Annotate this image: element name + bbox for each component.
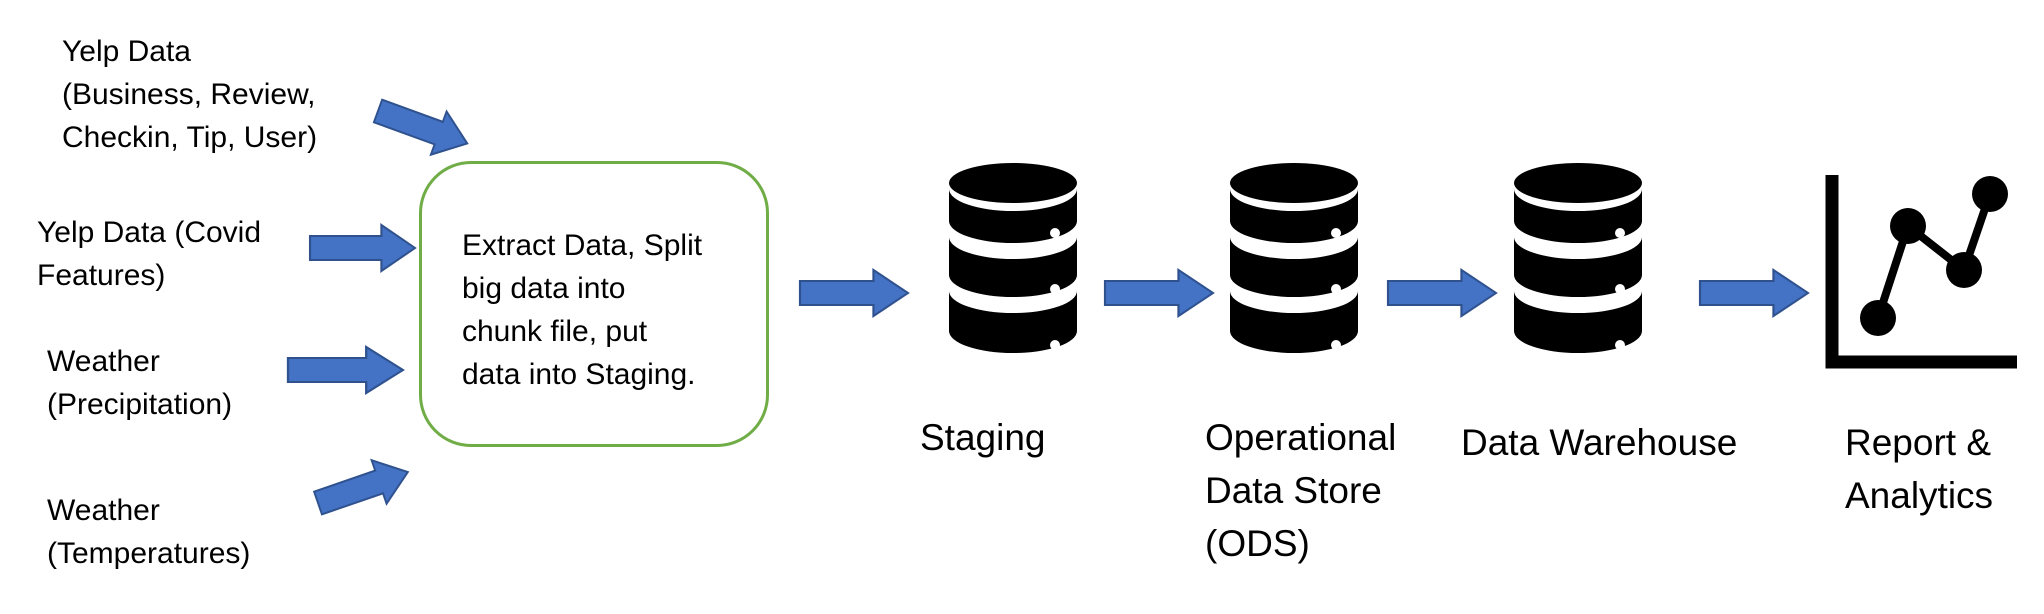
- source-label-yelp: Yelp Data (Business, Review, Checkin, Ti…: [62, 35, 318, 154]
- arrow-to-ods: [1103, 268, 1215, 318]
- staging-database-icon: [949, 163, 1077, 353]
- warehouse-database-icon: [1514, 163, 1642, 353]
- arrow-to-warehouse: [1386, 268, 1498, 318]
- source-label-weather-temperatures: Weather (Temperatures): [47, 494, 251, 570]
- ods-database-icon: [1230, 163, 1358, 353]
- stage-label-ods: Operational Data Store (ODS): [1205, 417, 1397, 564]
- arrow-weather-precip: [286, 345, 405, 395]
- source-label-yelp-covid: Yelp Data (Covid Features): [37, 216, 262, 292]
- arrow-to-report: [1698, 268, 1810, 318]
- process-label: Extract Data, Split big data into chunk …: [462, 229, 703, 391]
- arrow-yelp-covid: [308, 223, 417, 273]
- source-label-weather-precipitation: Weather (Precipitation): [47, 345, 233, 421]
- arrow-to-staging: [798, 268, 910, 318]
- arrow-yelp-main: [369, 88, 477, 167]
- stage-label-report-analytics: Report & Analytics: [1845, 422, 1994, 516]
- stage-label-warehouse: Data Warehouse: [1461, 422, 1738, 463]
- extract-process-box: Extract Data, Split big data into chunk …: [419, 161, 769, 447]
- line-chart-icon: [1825, 175, 2017, 369]
- stage-label-staging: Staging: [920, 417, 1046, 458]
- arrow-weather-temp: [309, 449, 417, 526]
